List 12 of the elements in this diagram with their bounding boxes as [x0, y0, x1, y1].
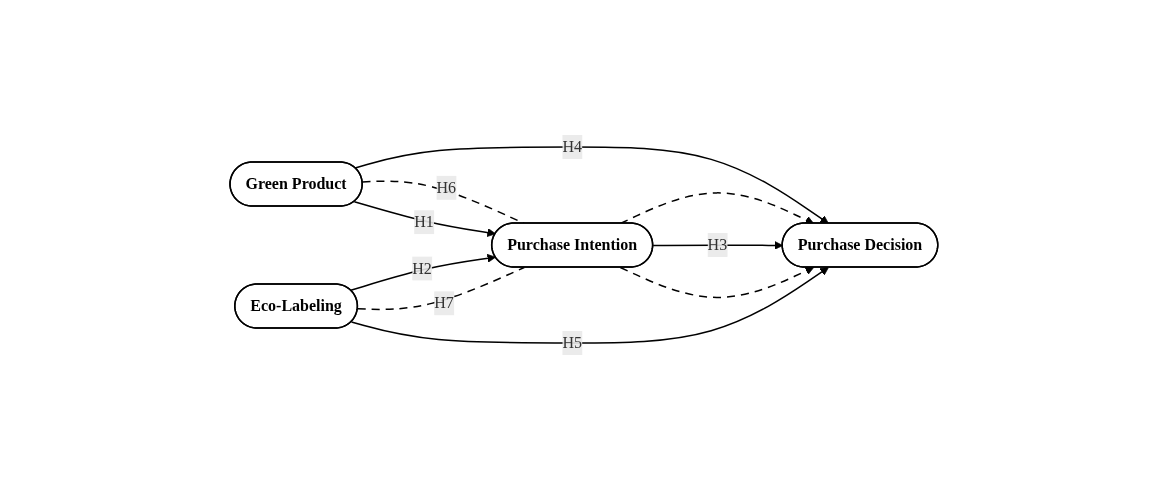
edge-label: H5 [562, 333, 583, 351]
edge-label: H7 [434, 294, 454, 312]
arrow [619, 266, 815, 299]
edge-label: H2 [412, 259, 432, 277]
arrow [354, 146, 829, 224]
arrow [350, 267, 829, 344]
edge-label: H1 [414, 213, 434, 231]
arrow [350, 253, 497, 292]
edge-label: H6 [436, 178, 457, 196]
edge-label: H3 [707, 235, 728, 253]
edge-label: H4 [562, 138, 583, 155]
connector [357, 266, 526, 311]
